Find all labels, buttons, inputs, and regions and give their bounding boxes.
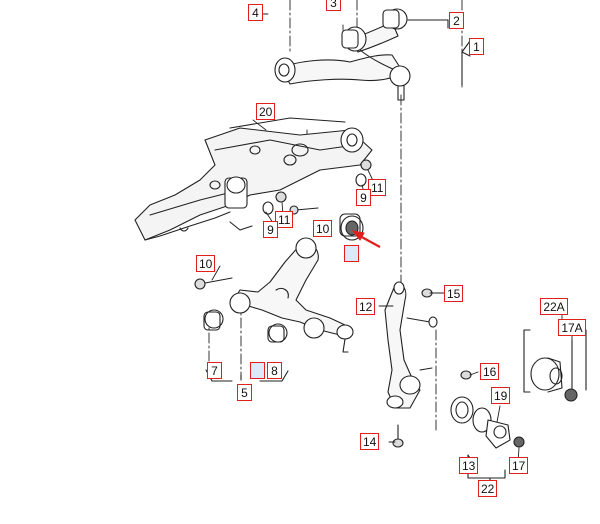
callout-1[interactable]: 1 (469, 38, 484, 55)
steering-knuckle (384, 281, 472, 448)
lower-control-arm (203, 237, 354, 382)
callout-11-lower[interactable]: 11 (275, 211, 294, 228)
hub-bearing (450, 396, 525, 483)
callout-10-lower[interactable]: 10 (196, 255, 216, 272)
callout-17[interactable]: 17 (509, 457, 529, 474)
callout-7[interactable]: 7 (207, 362, 222, 379)
callout-8[interactable]: 8 (267, 362, 282, 379)
callout-9-lower[interactable]: 9 (263, 221, 278, 238)
callout-5[interactable]: 5 (237, 384, 252, 401)
callout-6-lower-highlighted[interactable]: 6 (250, 362, 265, 379)
subframe (134, 117, 373, 241)
callout-2[interactable]: 2 (449, 12, 464, 29)
callout-9-upper[interactable]: 9 (356, 189, 371, 206)
callout-12[interactable]: 12 (356, 298, 376, 315)
callout-14[interactable]: 14 (360, 433, 380, 450)
highlight-arrow (351, 230, 381, 248)
callout-15[interactable]: 15 (444, 285, 464, 302)
callout-11-upper[interactable]: 11 (368, 179, 387, 196)
callout-10-upper[interactable]: 10 (313, 220, 333, 237)
callout-20[interactable]: 20 (256, 103, 276, 120)
callout-13[interactable]: 13 (459, 457, 479, 474)
callout-6-highlighted[interactable]: 6 (344, 245, 359, 262)
upper-control-arm (274, 8, 471, 101)
callout-17A[interactable]: 17A (558, 319, 586, 336)
callout-3[interactable]: 3 (326, 0, 341, 11)
callout-22[interactable]: 22 (478, 480, 498, 497)
callout-19[interactable]: 19 (491, 387, 511, 404)
callout-16[interactable]: 16 (480, 363, 500, 380)
hub-assembly-22a (523, 329, 587, 402)
callout-4[interactable]: 4 (248, 4, 263, 21)
callout-22A[interactable]: 22A (540, 298, 568, 315)
